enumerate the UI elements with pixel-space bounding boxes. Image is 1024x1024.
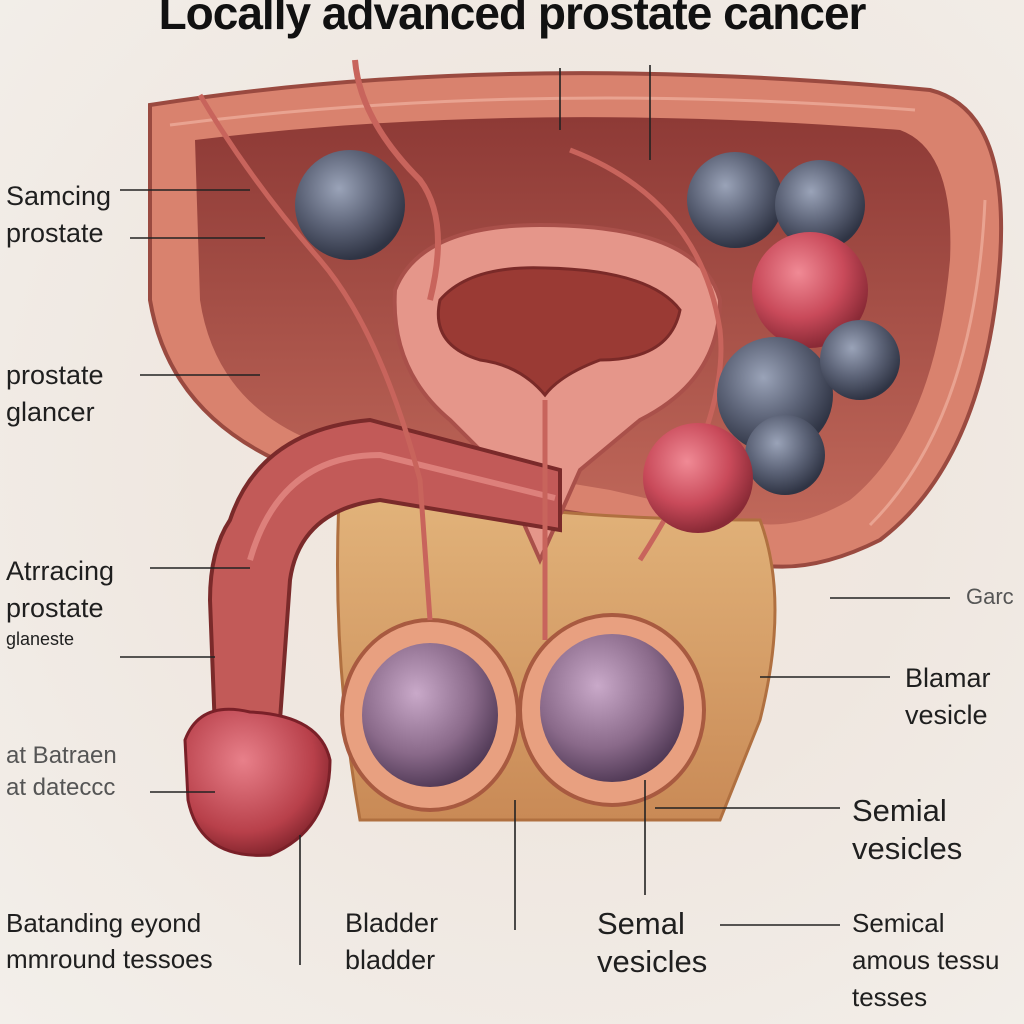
- label-line: Samcing: [6, 181, 112, 211]
- label-garc: Garc: [966, 578, 1014, 615]
- label-line: bladder: [345, 945, 436, 975]
- tumor-mass: [643, 423, 753, 533]
- tumor-mass: [295, 150, 405, 260]
- tumor-mass: [775, 160, 865, 250]
- label-line: at dateccc: [6, 774, 116, 801]
- label-line: prostate: [6, 593, 104, 623]
- label-semical-amous: Semical amous tessu tesses: [852, 905, 999, 1016]
- tumor-mass: [687, 152, 783, 248]
- label-line: amous tessu: [852, 945, 1000, 975]
- label-prostate-glancer: prostate glancer: [6, 357, 104, 431]
- glans: [183, 707, 332, 857]
- label-line: vesicle: [905, 700, 988, 730]
- label-batanding-eyond: Batanding eyond mmround tessoes: [6, 905, 213, 977]
- leader-lines: [120, 65, 950, 965]
- label-line: Batanding eyond: [6, 908, 202, 938]
- label-line: at Batraen: [6, 742, 117, 769]
- label-line: tesses: [852, 982, 928, 1012]
- label-line: glaneste: [6, 629, 75, 649]
- label-line: Atrracing: [6, 556, 115, 586]
- page-title: Locally advanced prostate cancer: [158, 0, 867, 39]
- label-at-batraen: at Batraen at dateccc: [6, 740, 117, 804]
- label-line: Semial: [852, 793, 947, 828]
- tumor-mass: [752, 232, 868, 348]
- testis-right: [540, 634, 684, 782]
- tumor-mass: [820, 320, 900, 400]
- label-blamar-vesicle: Blamar vesicle: [905, 660, 991, 734]
- tumor-mass: [745, 415, 825, 495]
- label-bladder: Bladder bladder: [345, 905, 438, 979]
- label-line: Bladder: [345, 908, 439, 938]
- label-samcing-prostate: Samcing prostate: [6, 178, 111, 252]
- label-semial-vesicles: Semial vesicles: [852, 792, 962, 868]
- label-line: Blamar: [905, 663, 991, 693]
- label-line: prostate: [6, 218, 104, 248]
- label-line: prostate: [6, 360, 104, 390]
- label-line: Garc: [966, 584, 1014, 609]
- label-line: mmround tessoes: [6, 944, 213, 974]
- label-semal-vesicles: Semal vesicles: [597, 905, 707, 981]
- label-line: vesicles: [597, 944, 708, 979]
- label-atrracing-prostate: Atrracing prostate glaneste: [6, 553, 114, 651]
- label-line: Semal: [597, 906, 685, 941]
- label-line: vesicles: [852, 831, 963, 866]
- testis-left: [362, 643, 498, 787]
- label-line: glancer: [6, 397, 95, 427]
- label-line: Semical: [852, 908, 945, 938]
- urethral-lumen: [436, 266, 682, 398]
- penile-shaft: [207, 417, 562, 733]
- tumor-cluster: [295, 150, 900, 533]
